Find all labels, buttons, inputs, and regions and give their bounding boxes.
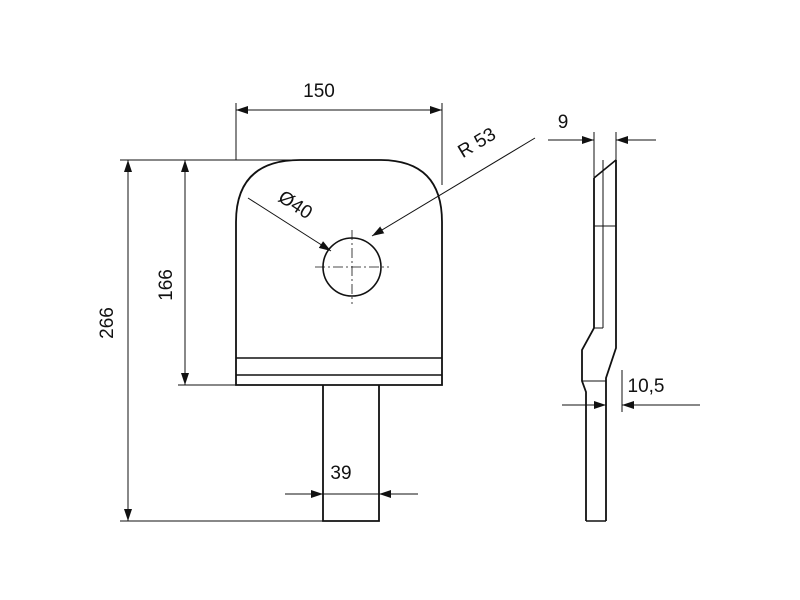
dimension-label-plate-height: 166	[156, 269, 177, 301]
side-profile-outer	[581, 178, 595, 521]
front-view	[235, 159, 443, 522]
dimension-label-thickness: 9	[558, 112, 569, 133]
dimension-label-offset: 10,5	[628, 376, 665, 397]
dimension-label-width: 150	[303, 81, 335, 102]
tab-outline	[322, 385, 380, 522]
dimension-label-overall-height: 266	[97, 307, 118, 339]
side-view	[581, 159, 617, 522]
side-profile-inner	[605, 160, 617, 521]
side-dimensions: 9 10,5	[548, 112, 700, 412]
dimension-label-radius: R 53	[455, 124, 500, 163]
side-top-edge	[593, 159, 617, 179]
dimension-label-tab-width: 39	[330, 463, 351, 484]
radius-leader	[371, 137, 536, 237]
plate-outline	[235, 159, 443, 386]
front-dimensions: 150 Ø40 R 53 166 266 39	[97, 81, 536, 522]
diameter-leader	[247, 197, 332, 252]
